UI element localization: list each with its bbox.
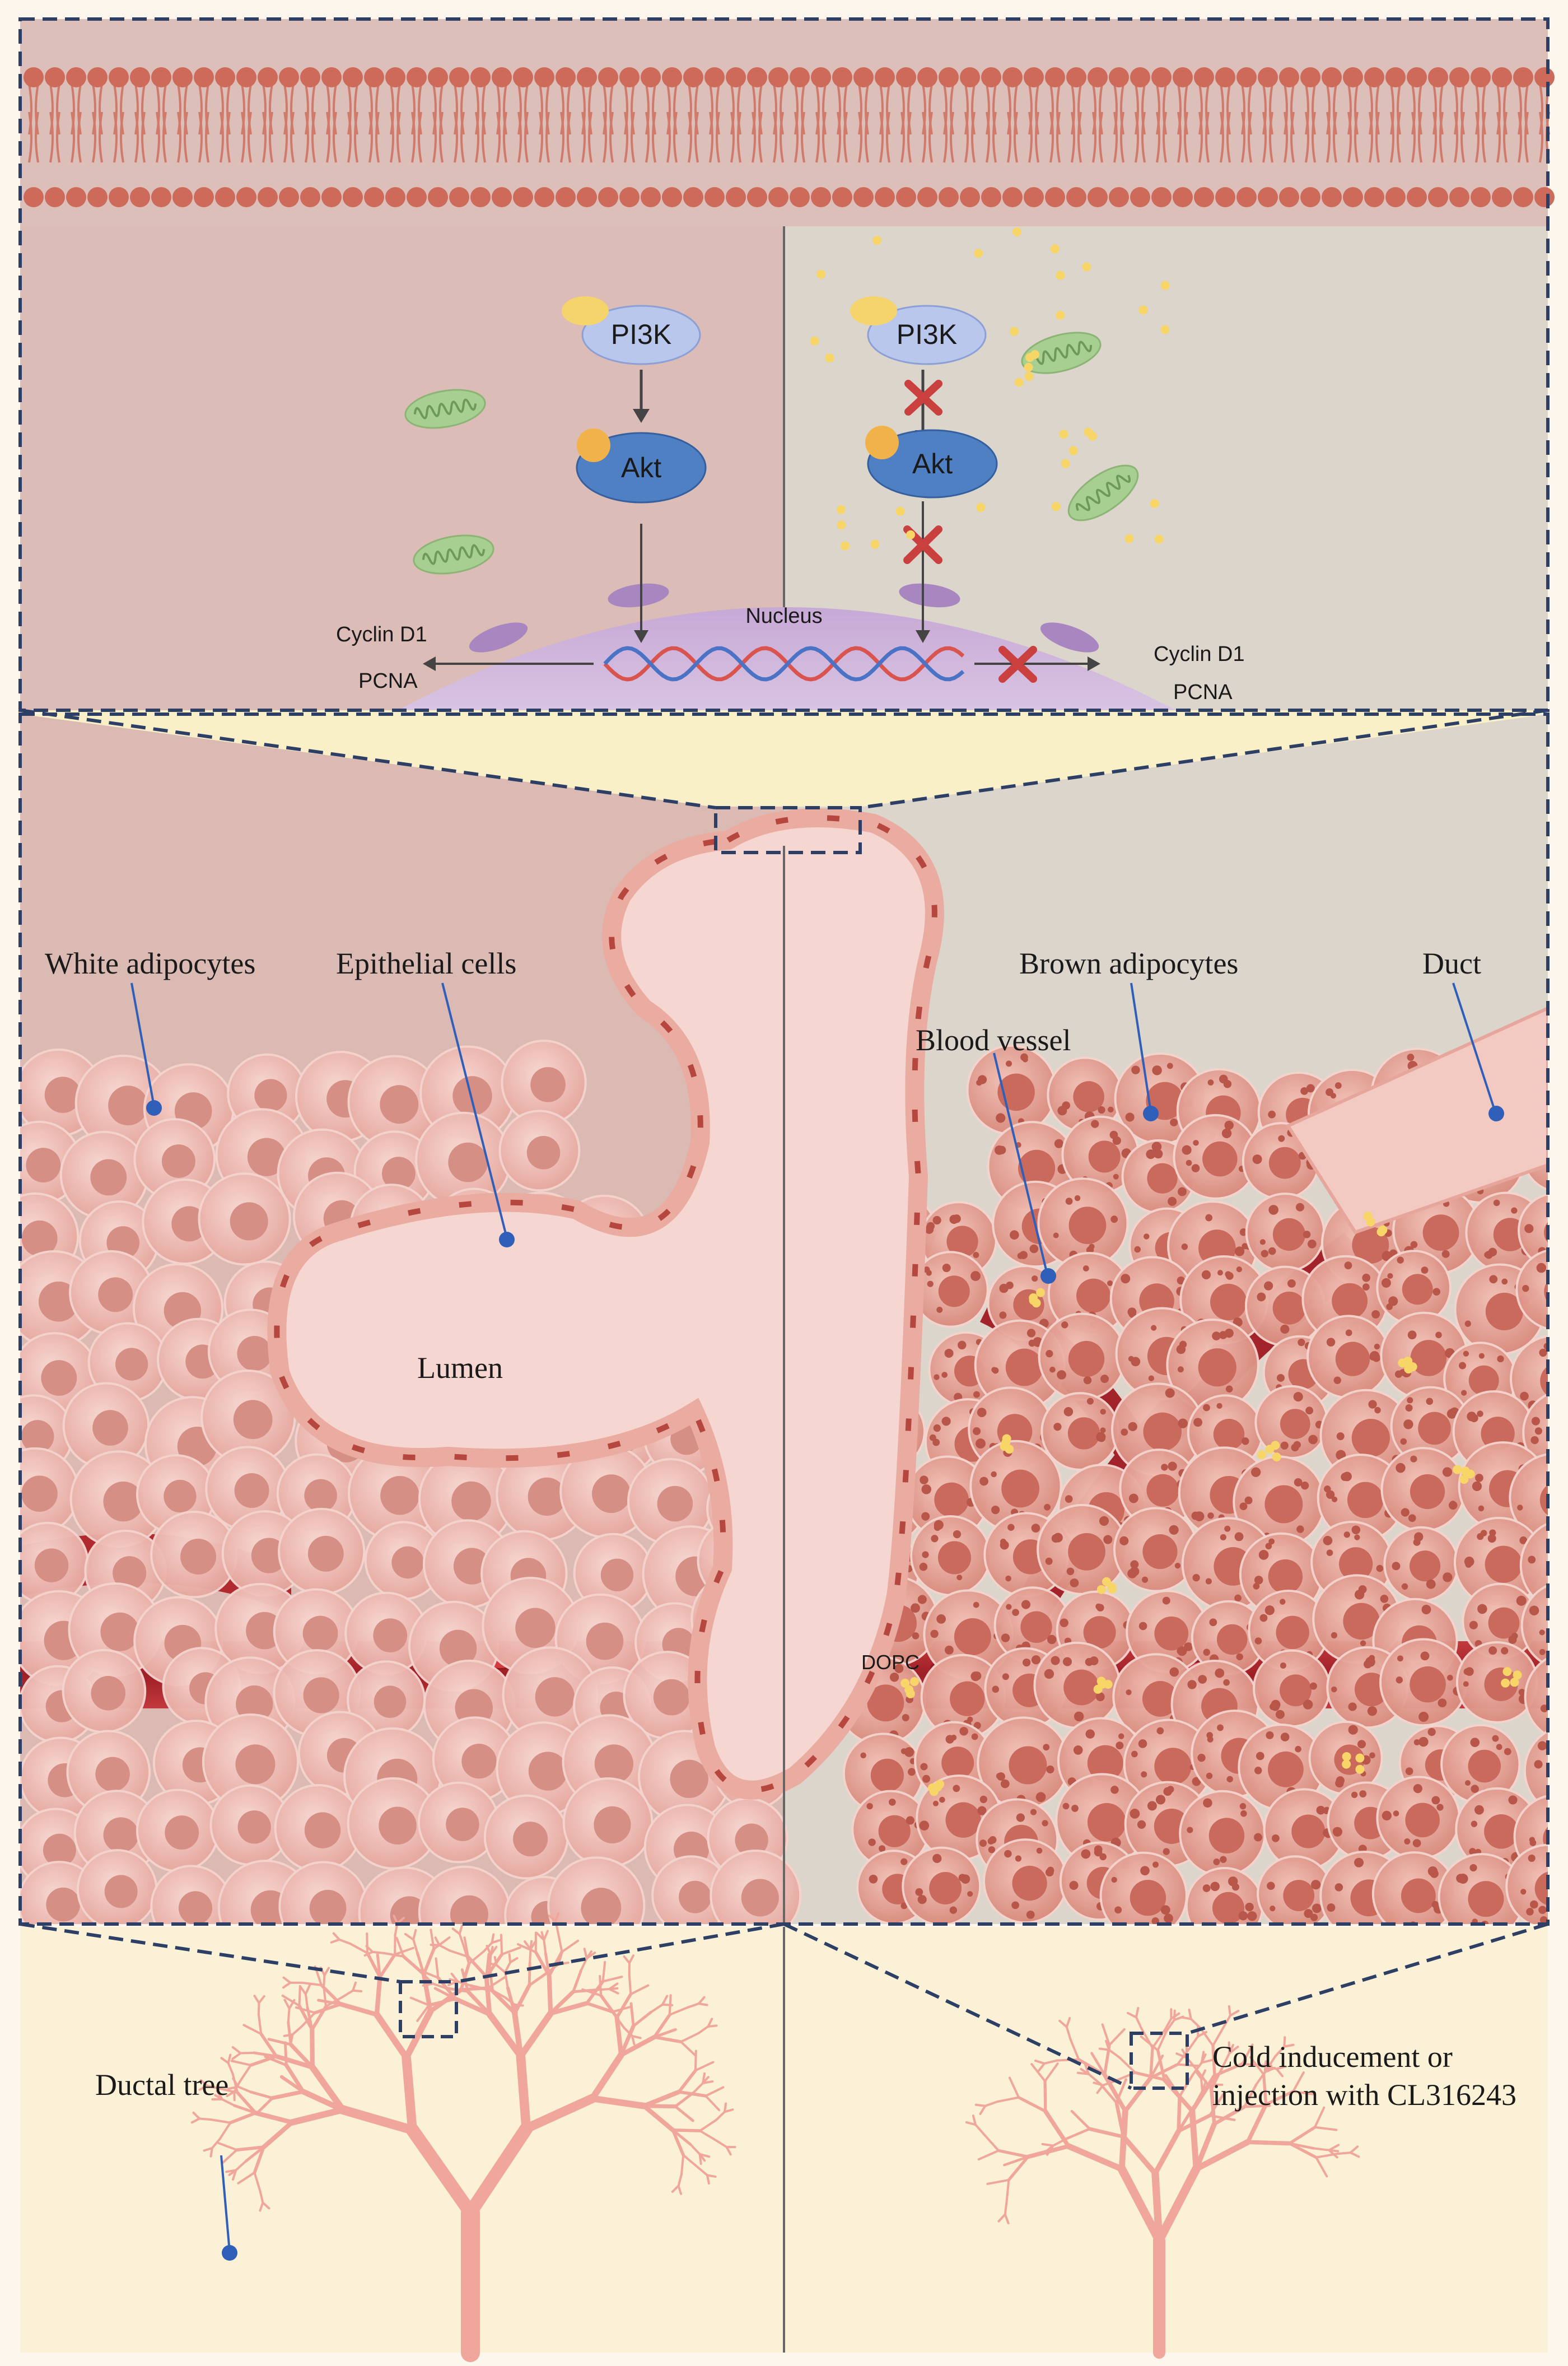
- pointer-dots: [146, 1100, 1504, 1284]
- white-adipocytes-label: White adipocytes: [45, 947, 255, 980]
- arrow-head: [634, 630, 648, 643]
- arrow-head: [633, 409, 650, 423]
- mitochondrion-icon: [404, 332, 1139, 575]
- pcna-left: PCNA: [358, 669, 418, 693]
- cyclin-left: Cyclin D1: [336, 623, 427, 646]
- epithelial-cells-label: Epithelial cells: [336, 947, 516, 980]
- pointer-line: [220, 2155, 231, 2252]
- lumen-label: Lumen: [417, 1351, 503, 1385]
- bottom-panel: Ductal tree Cold inducement or injection…: [20, 1912, 1548, 2362]
- ligand-left: [562, 296, 609, 325]
- middle-panel: White adipocytes Epithelial cells Brown …: [20, 714, 1548, 1924]
- phosphate-dot-icon: [810, 227, 1170, 551]
- nuclear-pores: [469, 583, 1099, 653]
- pi3k-right: [867, 305, 987, 365]
- pcna-right: PCNA: [1173, 681, 1233, 704]
- blood-vessel-label: Blood vessel: [916, 1023, 1071, 1057]
- dna-helix-icon: [603, 646, 965, 682]
- pi3k-right-label: PI3K: [897, 319, 957, 350]
- pointer-dot: [222, 2245, 237, 2261]
- dopc-label: DOPC: [861, 1651, 920, 1674]
- lipid-bilayer: [24, 67, 1555, 207]
- phospho-left: [577, 429, 610, 462]
- nucleus: [398, 607, 1176, 710]
- right-pathway: PI3K Akt Cyclin D1 PCNA: [850, 296, 1245, 704]
- ductal-tree-label: Ductal tree: [95, 2068, 228, 2102]
- inhibition-cross-icon: [904, 380, 942, 416]
- duct-label: Duct: [1422, 947, 1481, 980]
- zoom-box-left: [399, 1980, 458, 2038]
- pointer-lines: [130, 982, 1496, 1275]
- inhibition-cross-icon: [998, 646, 1037, 683]
- epithelial-nuclei: [274, 815, 937, 1793]
- zoom-band: [20, 714, 1548, 807]
- top-panel: Nucleus PI3K Akt Cyclin D1 PCNA: [20, 19, 1555, 710]
- phospho-right: [865, 426, 899, 459]
- zoom-box-duct: [714, 806, 862, 854]
- akt-left-label: Akt: [621, 452, 661, 483]
- arrow-head: [916, 630, 930, 643]
- zoom-box-right: [1130, 2032, 1189, 2090]
- arrow-head: [1088, 656, 1100, 671]
- treatment-label-line2: injection with CL316243: [1212, 2078, 1516, 2112]
- phosphate-dot-icon: [900, 1212, 1522, 1796]
- ligand-right: [850, 296, 897, 325]
- duct-right: [1285, 1006, 1548, 1235]
- left-pathway: PI3K Akt Cyclin D1 PCNA: [336, 296, 707, 693]
- treatment-label-line1: Cold inducement or: [1212, 2040, 1453, 2074]
- akt-right: [867, 429, 998, 499]
- pi3k-left-label: PI3K: [611, 319, 671, 350]
- brown-adipocytes-label: Brown adipocytes: [1019, 947, 1238, 980]
- nucleus-label: Nucleus: [745, 604, 822, 628]
- arrow-head: [423, 656, 436, 671]
- pi3k-left: [581, 305, 701, 365]
- akt-right-label: Akt: [912, 448, 953, 479]
- cyclin-right: Cyclin D1: [1154, 642, 1245, 666]
- frame-dashes: [18, 17, 1550, 2090]
